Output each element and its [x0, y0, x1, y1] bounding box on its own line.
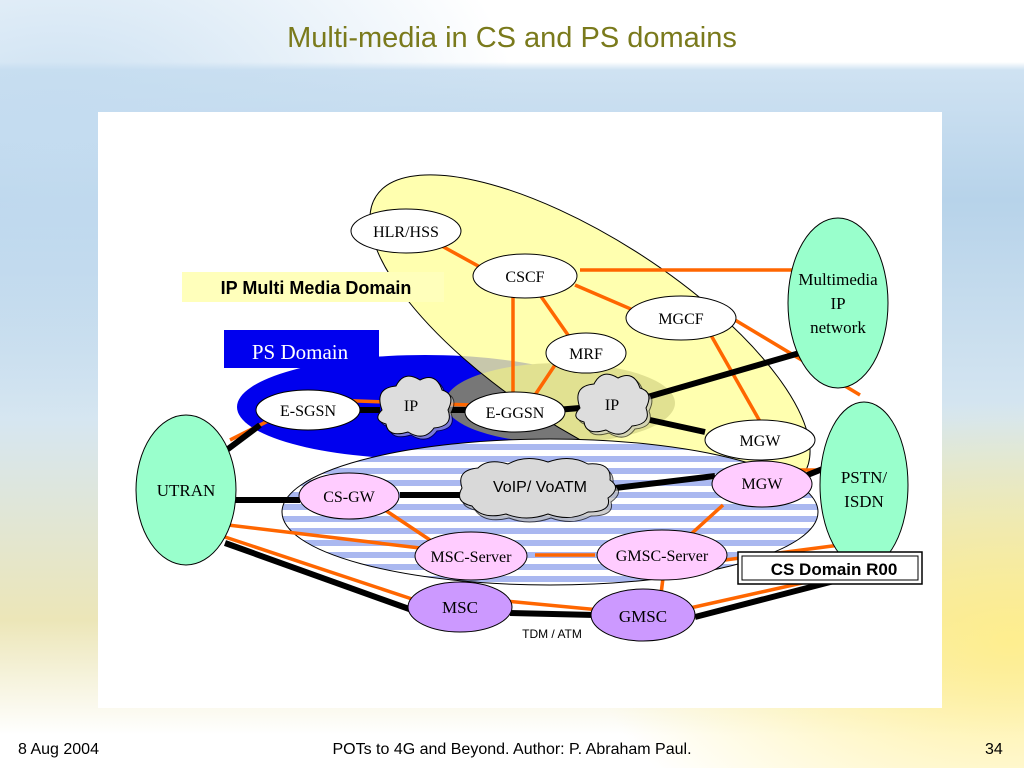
voip-cloud: [459, 458, 619, 523]
mgcf-label: MGCF: [658, 311, 703, 328]
gmsc-server-label: GMSC-Server: [616, 548, 709, 565]
ip-cloud-right-label: IP: [605, 397, 619, 414]
cs-gw-label: CS-GW: [323, 489, 375, 506]
mgw-top-node: [704, 419, 816, 461]
hlr-hss-label: HLR/HSS: [373, 224, 439, 241]
cscf-node: [472, 253, 578, 299]
ip-cloud-left-label: IP: [404, 398, 418, 415]
tdm-atm-label: TDM / ATM: [522, 627, 582, 641]
cs-domain-label-box: [737, 551, 923, 585]
msc-label: MSC: [442, 598, 478, 617]
msc-node: [407, 581, 513, 633]
pstn-label-1: PSTN/: [841, 468, 888, 487]
ps-domain-label: PS Domain: [252, 340, 349, 364]
ps-domain-label-box: [224, 330, 379, 368]
mgcf-node: [625, 295, 737, 341]
utran-label: UTRAN: [157, 481, 216, 500]
ims-domain-label: IP Multi Media Domain: [221, 278, 412, 298]
ip-cloud-right: [575, 373, 653, 438]
cscf-label: CSCF: [505, 269, 544, 286]
ip-cloud-left: [377, 375, 455, 440]
mgw-mid-node: [711, 460, 813, 508]
page-number: 34: [985, 741, 1003, 758]
multimedia-ip-network-node: [787, 217, 889, 389]
mrf-label: MRF: [569, 346, 603, 363]
ims-domain-label-box: [182, 272, 444, 302]
mgw-mid-label: MGW: [742, 476, 784, 493]
multimedia-label-1: Multimedia: [798, 270, 878, 289]
cs-domain-label: CS Domain R00: [771, 560, 898, 579]
msc-server-node: [414, 531, 528, 581]
footer-date: 8 Aug 2004: [18, 741, 99, 758]
pstn-label-2: ISDN: [844, 492, 884, 511]
cs-gw-node: [298, 472, 400, 520]
e-ggsn-label: E-GGSN: [486, 405, 545, 422]
e-sgsn-node: [255, 389, 361, 431]
e-sgsn-label: E-SGSN: [280, 403, 336, 420]
mrf-node: [545, 332, 627, 374]
footer-text: POTs to 4G and Beyond. Author: P. Abraha…: [332, 741, 692, 758]
gmsc-server-node: [596, 529, 728, 581]
hlr-hss-node: [350, 208, 462, 254]
voip-cloud-label: VoIP/ VoATM: [493, 479, 587, 496]
e-ggsn-node: [464, 391, 566, 433]
utran-node: [135, 414, 237, 566]
gmsc-node: [590, 588, 696, 642]
slide-title: Multi-media in CS and PS domains: [287, 22, 737, 54]
multimedia-label-3: network: [810, 318, 866, 337]
msc-server-label: MSC-Server: [431, 549, 513, 566]
multimedia-label-2: IP: [830, 294, 845, 313]
gmsc-label: GMSC: [619, 607, 667, 626]
mgw-top-label: MGW: [740, 433, 782, 450]
